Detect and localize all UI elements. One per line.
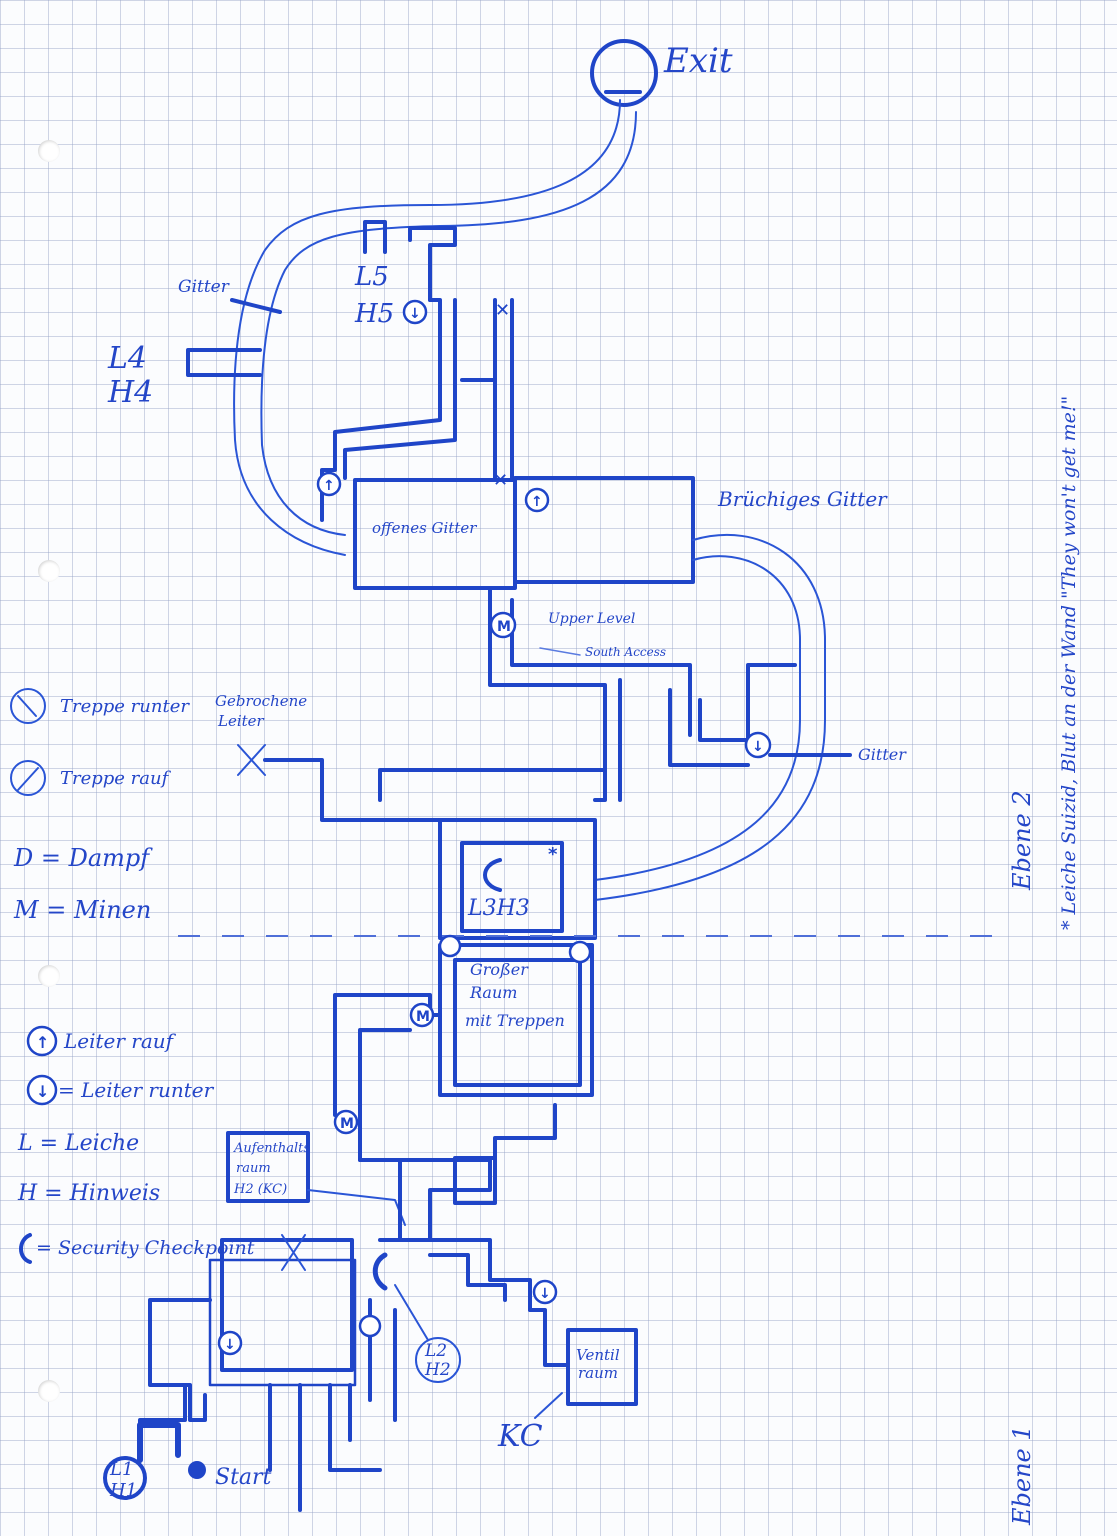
svg-text:↑: ↑ bbox=[36, 1033, 49, 1052]
h4-label: H4 bbox=[107, 375, 153, 410]
svg-text:↓: ↓ bbox=[539, 1286, 551, 1302]
legend-ladder-down-icon bbox=[26, 1074, 58, 1106]
ladder-down-icon-4 bbox=[532, 1279, 558, 1305]
upper-level-area: M Upper Level South Access bbox=[488, 588, 692, 802]
legend-ladder-up-icon bbox=[26, 1025, 58, 1057]
ladder-up-icon-2 bbox=[524, 487, 550, 513]
upper-level-label: Upper Level bbox=[548, 611, 635, 627]
ventilraum-label-2: raum bbox=[578, 1364, 618, 1382]
legend-top: Treppe runter Treppe rauf D = Dampf M = … bbox=[10, 688, 190, 924]
l5-label: L5 bbox=[354, 262, 389, 292]
ladder-up-icon-1 bbox=[316, 471, 342, 497]
ladder-down-glyph: ↓ bbox=[409, 306, 421, 322]
ebene-2-label: Ebene 2 bbox=[1008, 790, 1036, 891]
gebrochene-leiter-label-2: Leiter bbox=[217, 712, 265, 730]
aufenthaltsraum-label-1: Aufenthalts bbox=[233, 1141, 310, 1156]
l1-label: L1 bbox=[109, 1459, 133, 1480]
h1-label: H1 bbox=[109, 1480, 137, 1501]
gebrochene-leiter-label-1: Gebrochene bbox=[215, 692, 307, 710]
minen-marker-3 bbox=[333, 1109, 359, 1135]
legend-bottom: ↑ Leiter rauf ↓ = Leiter runter L = Leic… bbox=[17, 1025, 255, 1264]
aufenthaltsraum-label-2: raum bbox=[236, 1161, 271, 1176]
security-checkpoint-icon bbox=[19, 1233, 32, 1264]
grosser-raum-room: Großer Raum mit Treppen M M bbox=[333, 934, 594, 1162]
stair-up-icon-1 bbox=[438, 934, 462, 958]
suicide-note: * Leiche Suizid, Blut an der Wand "They … bbox=[1058, 396, 1080, 930]
aufenthaltsraum-label-3: H2 (KC) bbox=[233, 1182, 287, 1197]
grosser-raum-label-1: Großer bbox=[470, 960, 529, 979]
start-area: L1 H1 Start bbox=[103, 1422, 272, 1501]
svg-text:↓: ↓ bbox=[36, 1082, 49, 1101]
ventilraum-room: Ventil raum ↓ KC bbox=[497, 1279, 638, 1454]
svg-text:M: M bbox=[497, 619, 511, 635]
l5-h5-room: L5 H5 ↓ bbox=[354, 220, 457, 329]
legend-leiche: L = Leiche bbox=[17, 1131, 139, 1156]
svg-text:↑: ↑ bbox=[323, 478, 335, 494]
legend-dampf: D = Dampf bbox=[13, 844, 153, 872]
gebrochene-leiter: Gebrochene Leiter bbox=[215, 692, 607, 822]
l3h3-star: * bbox=[548, 844, 558, 865]
exit-label: Exit bbox=[663, 41, 733, 81]
stair-up-icon-2 bbox=[568, 940, 592, 964]
l3h3-room: L3H3 * bbox=[438, 818, 597, 940]
legend-security: = Security Checkpoint bbox=[36, 1237, 255, 1259]
offenes-gitter-room: offenes Gitter ↑ bbox=[316, 471, 517, 590]
h5-label: H5 bbox=[354, 299, 394, 329]
gitter-top-label: Gitter bbox=[178, 277, 230, 297]
legend-leiter-rauf: Leiter rauf bbox=[63, 1029, 177, 1053]
svg-text:↑: ↑ bbox=[531, 494, 543, 510]
bruchiges-gitter-room: ↑ Brüchiges Gitter bbox=[513, 476, 888, 901]
bruchiges-gitter-label: Brüchiges Gitter bbox=[717, 487, 888, 511]
aufenthaltsraum-room: Aufenthalts raum H2 (KC) bbox=[226, 1131, 406, 1226]
minen-marker-1 bbox=[489, 611, 517, 639]
punch-hole-4 bbox=[38, 1380, 60, 1402]
punch-hole-3 bbox=[38, 965, 60, 987]
legend-treppe-rauf: Treppe rauf bbox=[60, 768, 172, 789]
svg-text:↓: ↓ bbox=[752, 739, 764, 755]
ladder-down-icon-2 bbox=[744, 731, 772, 759]
south-access-label: South Access bbox=[585, 645, 666, 659]
exit-room: Exit bbox=[590, 39, 733, 107]
offenes-gitter-label: offenes Gitter bbox=[372, 519, 477, 537]
l2-label: L2 bbox=[424, 1341, 447, 1361]
start-label: Start bbox=[215, 1465, 272, 1490]
grosser-raum-label-2: Raum bbox=[469, 983, 517, 1002]
l4-h4-room: L4 H4 bbox=[107, 341, 262, 410]
legend-treppe-runter: Treppe runter bbox=[60, 696, 190, 717]
ladder-up-icon-3 bbox=[358, 1314, 382, 1338]
l2-h2-area: L2 H2 bbox=[358, 1252, 461, 1422]
l4-label: L4 bbox=[107, 341, 147, 376]
legend-leiter-runter: = Leiter runter bbox=[58, 1078, 215, 1102]
ventilraum-label-1: Ventil bbox=[576, 1346, 620, 1364]
corridor-l5 bbox=[320, 298, 442, 522]
l3h3-label: L3H3 bbox=[467, 896, 530, 921]
svg-text:M: M bbox=[416, 1009, 430, 1025]
svg-text:↓: ↓ bbox=[224, 1337, 236, 1353]
central-hub bbox=[358, 1156, 532, 1312]
gitter-right-label: Gitter bbox=[858, 745, 907, 764]
shaft-cross-top: ✕ bbox=[495, 300, 510, 321]
legend-hinweis: H = Hinweis bbox=[17, 1181, 160, 1206]
ebene-1-label: Ebene 1 bbox=[1008, 1425, 1036, 1526]
start-marker bbox=[188, 1461, 206, 1479]
east-passage: ↓ Gitter bbox=[618, 663, 907, 802]
ladder-down-icon-3 bbox=[217, 1330, 243, 1356]
punch-hole-2 bbox=[38, 560, 60, 582]
punch-hole-1 bbox=[38, 140, 60, 162]
legend-minen: M = Minen bbox=[13, 896, 151, 924]
grosser-raum-label-3: mit Treppen bbox=[465, 1011, 565, 1030]
kc-label: KC bbox=[497, 1419, 543, 1454]
exit-tunnel: Gitter bbox=[178, 99, 637, 556]
minen-marker-2 bbox=[409, 1002, 435, 1028]
h2-label: H2 bbox=[424, 1360, 451, 1380]
svg-text:M: M bbox=[340, 1116, 354, 1132]
ladder-down-icon bbox=[402, 299, 428, 325]
vertical-shaft: ✕ ✕ bbox=[460, 298, 514, 491]
